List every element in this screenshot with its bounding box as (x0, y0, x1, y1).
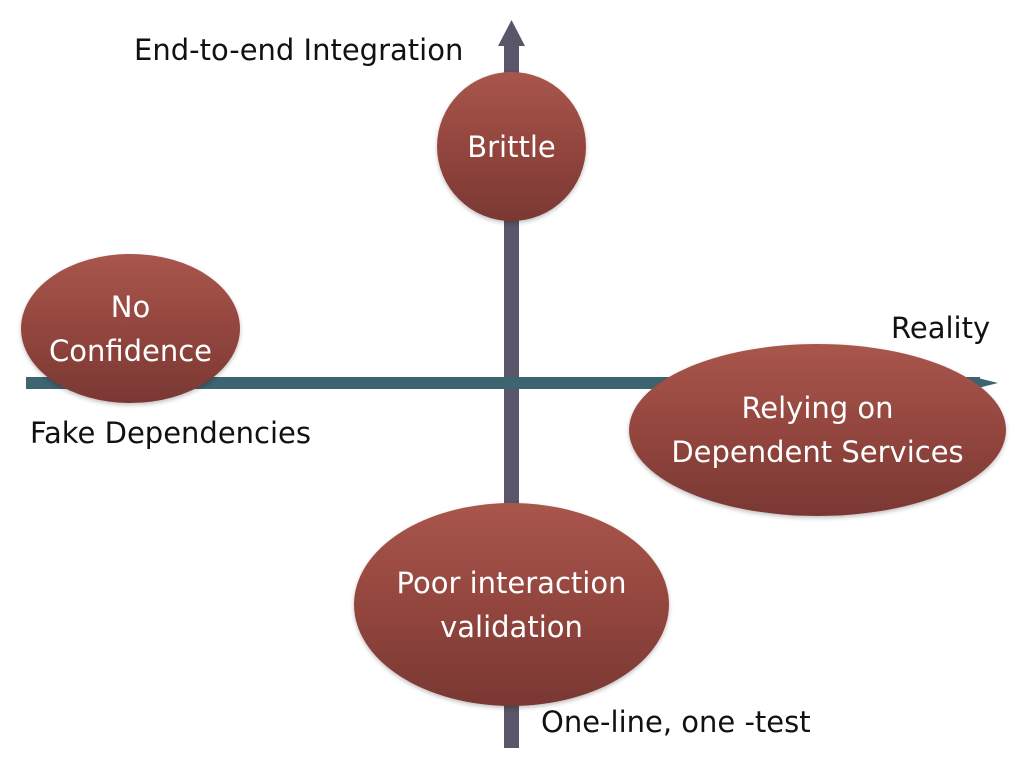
horizontal-axis-arrowhead (978, 378, 998, 388)
brittle-label: Brittle (467, 129, 556, 164)
left-axis-label: Fake Dependencies (30, 416, 311, 450)
relying-bubble: Relying on Dependent Services (629, 344, 1006, 516)
top-axis-label: End-to-end Integration (134, 33, 464, 67)
no-confidence-label-line1: No (110, 289, 151, 324)
no-confidence-bubble: No Confidence (21, 254, 240, 403)
poor-validation-bubble: Poor interaction validation (354, 503, 669, 706)
poor-validation-label-line1: Poor interaction (396, 565, 627, 600)
vertical-axis-arrowhead (498, 20, 525, 46)
right-axis-label: Reality (891, 311, 991, 345)
bottom-axis-label: One-line, one -test (541, 705, 811, 739)
poor-validation-label-line2: validation (440, 609, 583, 644)
brittle-bubble: Brittle (437, 72, 586, 221)
no-confidence-label-line2: Confidence (48, 333, 213, 368)
relying-label-line1: Relying on (741, 391, 894, 425)
relying-label-line2: Dependent Services (671, 435, 964, 469)
